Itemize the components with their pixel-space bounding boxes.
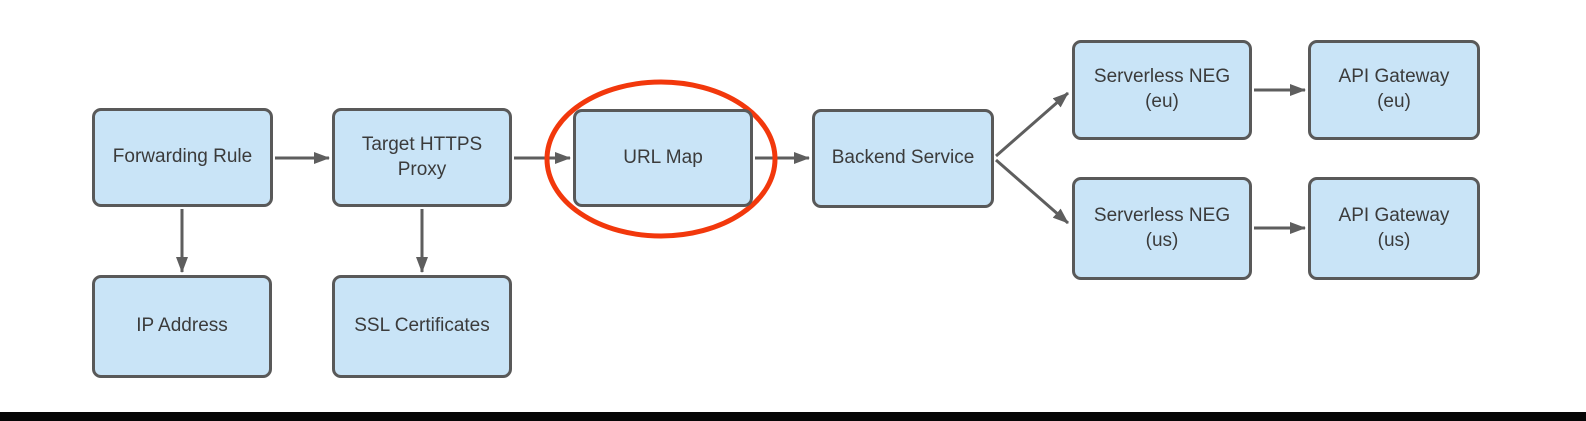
node-forwarding-rule: Forwarding Rule — [92, 108, 273, 207]
node-label: URL Map — [623, 146, 703, 168]
bottom-border-bar — [0, 412, 1586, 421]
node-label: API Gateway (eu) — [1338, 66, 1450, 112]
edge-backend-service-to-serverless-neg-eu — [995, 91, 1069, 158]
node-label: API Gateway (us) — [1338, 204, 1450, 251]
node-target-https-proxy: Target HTTPS Proxy — [332, 108, 512, 207]
node-ip-address: IP Address — [92, 275, 272, 378]
node-label: Serverless NEG (eu) — [1093, 66, 1231, 112]
node-label: IP Address — [136, 315, 228, 337]
node-label: Backend Service — [831, 147, 975, 169]
node-serverless-neg-eu: Serverless NEG (eu) — [1072, 40, 1252, 140]
node-ssl-certificates: SSL Certificates — [332, 275, 512, 378]
node-serverless-neg-us: Serverless NEG (us) — [1072, 177, 1252, 280]
node-label: Target HTTPS Proxy — [361, 133, 483, 180]
node-api-gateway-us: API Gateway (us) — [1308, 177, 1480, 280]
node-label: Serverless NEG (us) — [1093, 204, 1231, 251]
edge-backend-service-to-serverless-neg-us — [995, 158, 1069, 225]
node-label: Forwarding Rule — [112, 146, 253, 168]
node-url-map: URL Map — [573, 109, 753, 207]
node-backend-service: Backend Service — [812, 109, 994, 208]
node-label: SSL Certificates — [354, 315, 490, 337]
node-api-gateway-eu: API Gateway (eu) — [1308, 40, 1480, 140]
